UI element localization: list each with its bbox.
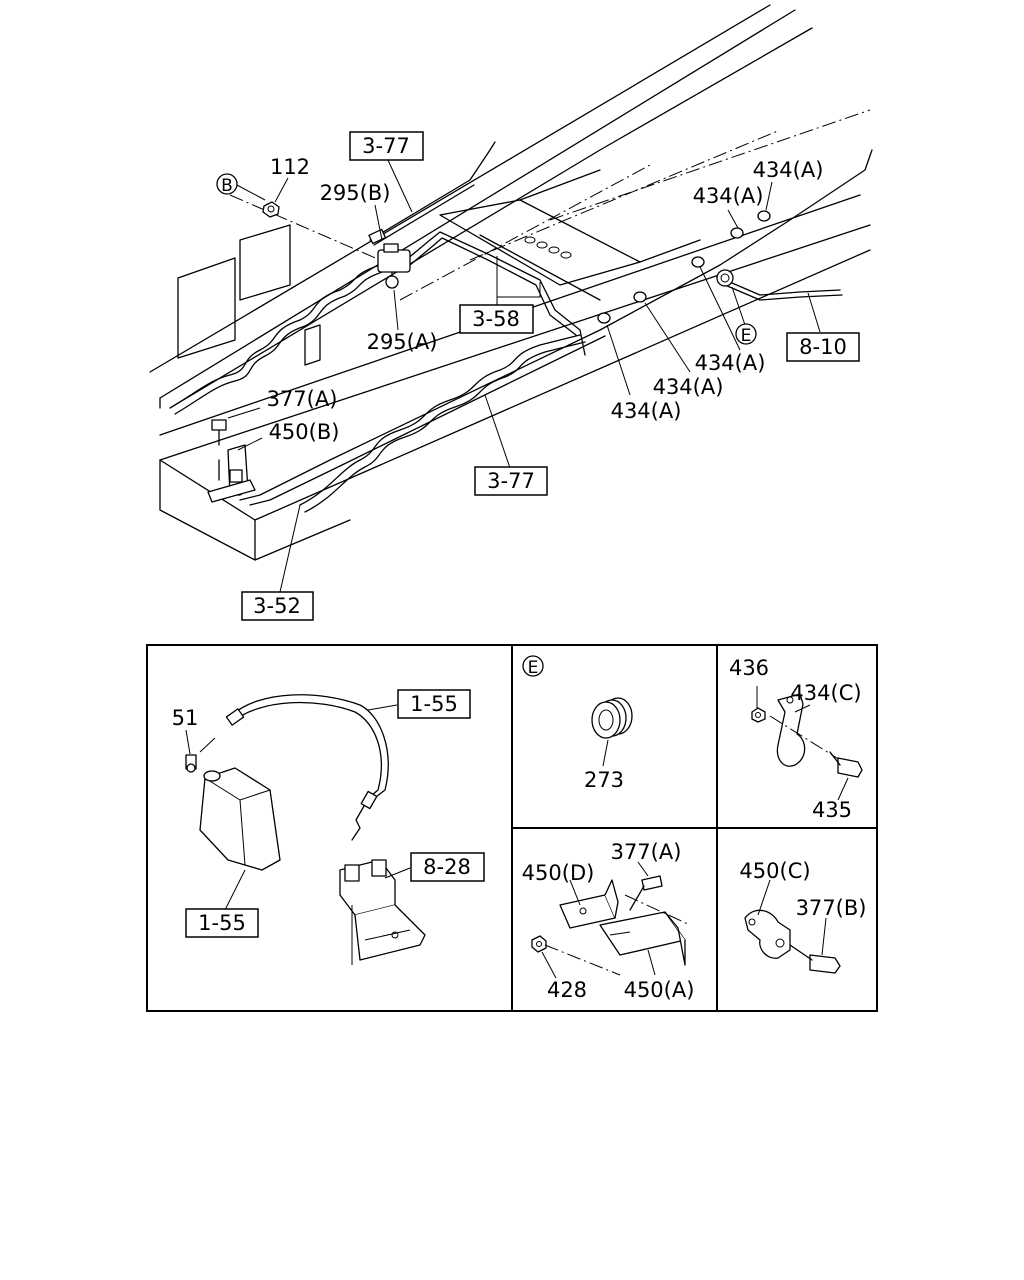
panel-clip-434c: 436 434(C) 435 [729,656,863,822]
ref-3-77-bottom: 3-77 [487,469,535,493]
ref-box-1-55-bottom [185,908,259,938]
label-450d: 450(D) [522,861,595,885]
label-295a: 295(A) [367,330,438,354]
ref-8-10: 8-10 [799,335,847,359]
ref-1-55-top: 1-55 [410,692,458,716]
circle-b-label: B [221,176,233,196]
circle-e-upper [735,323,757,345]
bolt-377a-bracket-450b [207,419,256,503]
label-434a-2: 434(A) [693,184,764,208]
label-450c: 450(C) [739,859,810,883]
circle-b [216,173,238,195]
label-436: 436 [729,656,769,680]
clips-434a [597,210,771,324]
label-434a-3: 434(A) [695,351,766,375]
cross-member-holes [524,236,572,259]
panel-clip-450c: 450(C) 377(B) [739,859,867,974]
label-295b: 295(B) [320,181,391,205]
label-112: 112 [270,155,310,179]
ref-box-8-10 [786,332,860,362]
label-377a-panel: 377(A) [611,840,682,864]
detail-panels [146,644,878,1012]
nut-112 [262,201,280,218]
ref-box-8-28 [410,852,485,882]
label-434a-4: 434(A) [653,375,724,399]
ref-3-77-top: 3-77 [362,134,410,158]
label-450b: 450(B) [269,420,340,444]
ref-1-55-bottom: 1-55 [198,911,246,935]
ref-box-3-77-top [349,131,424,161]
label-428: 428 [547,978,587,1002]
panel-brackets-450: 450(D) 377(A) 428 450(A) [522,840,695,1002]
labels-upper: 3-77 B 112 295(B) 295(A) 3-58 434(A) 434… [216,131,860,621]
ref-8-28: 8-28 [423,855,471,879]
ref-3-58: 3-58 [472,307,520,331]
valve-295 [368,228,411,289]
leaders-upper [227,157,821,593]
label-51: 51 [172,706,199,730]
ref-box-3-52 [241,591,314,621]
circle-e-upper-label: E [741,326,752,346]
label-434c: 434(C) [790,681,861,705]
ref-box-3-77-bottom [474,466,548,496]
ref-box-1-55-top [397,689,471,719]
ref-box-3-58 [459,304,534,334]
label-273: 273 [584,768,624,792]
ref-3-52: 3-52 [253,594,301,618]
label-450a: 450(A) [624,978,695,1002]
panel-left-labels: 51 1-55 8-28 1-55 [172,689,485,938]
circle-e-panel-label: E [528,658,539,678]
label-377b: 377(B) [796,896,867,920]
label-434a-1: 434(A) [753,158,824,182]
panel-left-reservoir [185,694,426,965]
panel-e-grommet: E 273 [522,655,633,792]
label-434a-5: 434(A) [611,399,682,423]
label-435: 435 [812,798,852,822]
label-377a-upper: 377(A) [267,387,338,411]
